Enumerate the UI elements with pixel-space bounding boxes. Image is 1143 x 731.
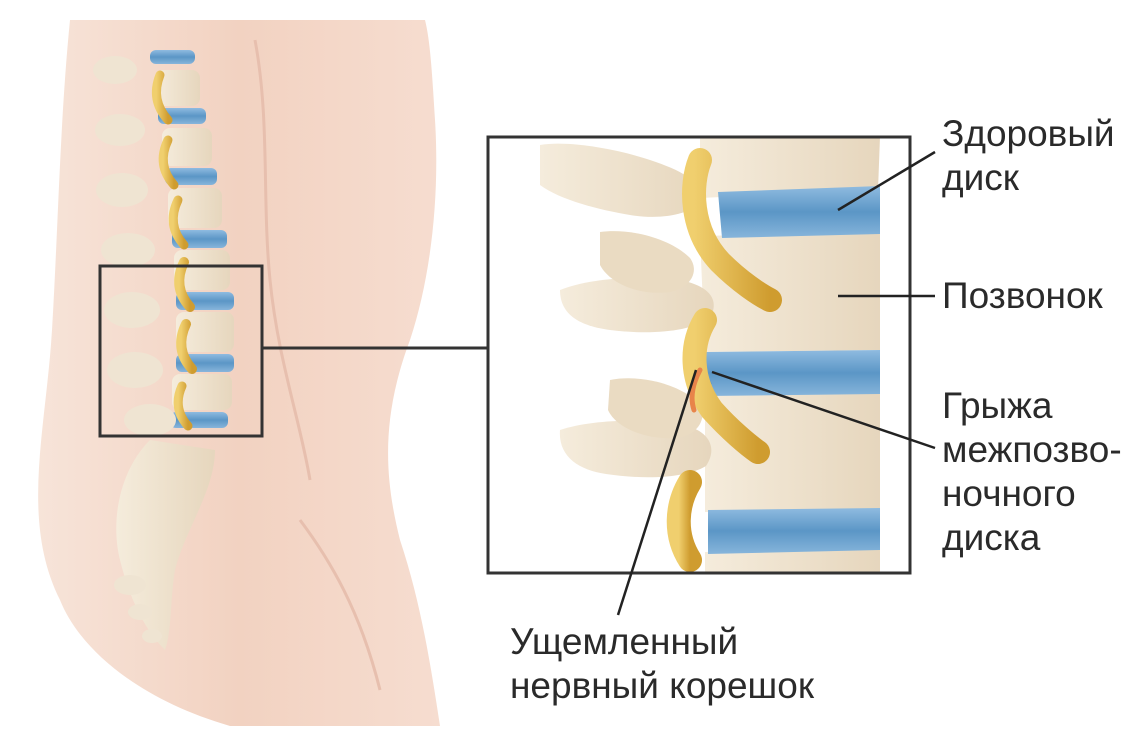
- label-hernia-line: диска: [942, 516, 1122, 560]
- label-pinched-nerve: Ущемленный нервный корешок: [510, 620, 814, 708]
- label-hernia-line: Грыжа: [942, 384, 1122, 428]
- vertebral-body: [700, 232, 880, 352]
- overview-process: [124, 404, 176, 436]
- label-healthy-disc-line: Здоровый: [942, 112, 1115, 156]
- label-healthy-disc-line: диск: [942, 156, 1115, 200]
- label-pinched-nerve-line: Ущемленный: [510, 620, 814, 664]
- overview-process: [96, 173, 148, 207]
- vertebral-body: [705, 392, 880, 512]
- label-pinched-nerve-line: нервный корешок: [510, 664, 814, 708]
- label-vertebra: Позвонок: [942, 274, 1103, 318]
- lower-disc: [708, 508, 880, 554]
- overview-process: [101, 233, 155, 267]
- overview-disc: [150, 50, 195, 64]
- herniated-disc: [706, 350, 880, 396]
- nerve-root: [679, 482, 690, 560]
- overview-process: [107, 352, 163, 388]
- label-hernia-line: межпозво-: [942, 428, 1122, 472]
- label-healthy-disc: Здоровый диск: [942, 112, 1115, 200]
- detail-panel: [488, 137, 910, 573]
- label-hernia: Грыжа межпозво- ночного диска: [942, 384, 1122, 560]
- healthy-disc: [718, 186, 880, 238]
- label-hernia-line: ночного: [942, 472, 1122, 516]
- overview-process: [95, 114, 145, 146]
- overview-process: [93, 56, 137, 84]
- overview-process: [104, 292, 160, 328]
